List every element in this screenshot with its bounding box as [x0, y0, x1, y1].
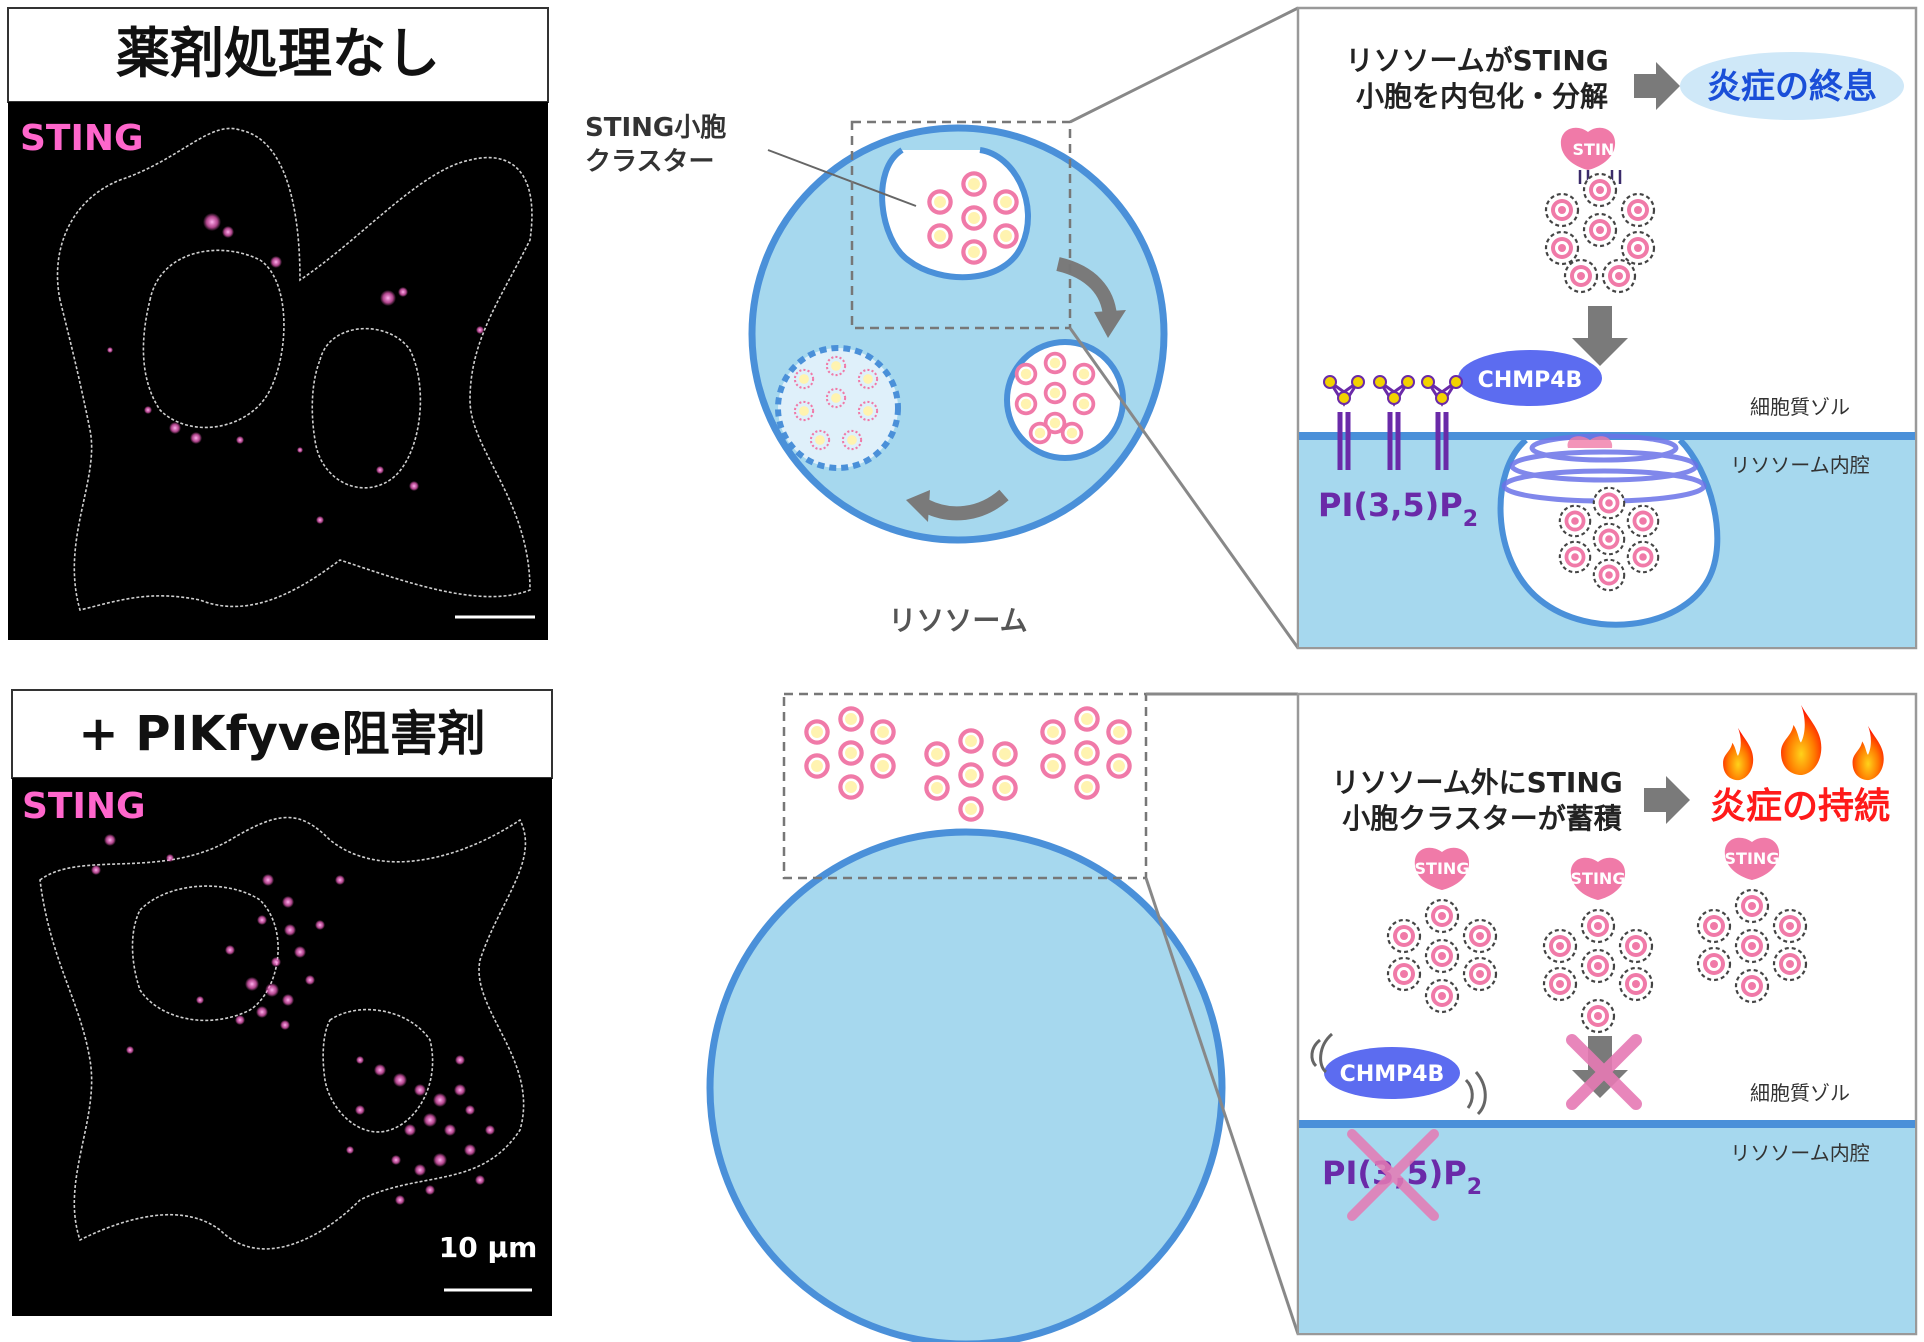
cross-icon [1566, 1034, 1642, 1110]
lumen-label-bottom: リソソーム内腔 [1730, 1141, 1869, 1165]
outcome-badge [1680, 52, 1904, 120]
sting-tag: STING [1725, 849, 1780, 868]
cluster-callout-line2: クラスター [585, 147, 714, 177]
pip-label-top: PI(3,5)P2 [1318, 486, 1478, 532]
top-lysosome-schematic: STING小胞 クラスター リソソーム [585, 6, 1300, 649]
lysosome-label: リソソーム [888, 604, 1027, 637]
bottom-lysosome-schematic [706, 692, 1300, 1342]
lumen-label-top: リソソーム内腔 [1730, 453, 1869, 477]
chmp4b-label: CHMP4B [1340, 1062, 1445, 1087]
callout-leader [767, 149, 917, 207]
bottom-zoom-panel: リソソーム外にSTING 小胞クラスターが蓄積 炎症の持続 STING STIN… [1296, 692, 1918, 1336]
bottom-cell-outline [39, 816, 527, 1250]
top-panel-title: 薬剤処理なし [116, 22, 440, 85]
top-micrograph: 薬剤処理なし STING [7, 7, 549, 640]
top-zoom-caption: リソソームがSTING 小胞を内包化・分解 [1345, 44, 1618, 113]
bottom-panel-title: + PIKfyve阻害剤 [78, 706, 485, 762]
chmp4b-label: CHMP4B [1478, 368, 1583, 393]
zoom-guide [1069, 6, 1299, 124]
zoom-guide [1068, 327, 1300, 649]
sting-tag: STING [1571, 869, 1626, 888]
top-zoom-panel: リソソームがSTING 小胞を内包化・分解 炎症の終息 STING [1296, 6, 1918, 650]
pip-label-base: PI(3,5)P [1318, 486, 1463, 524]
bottom-sting-puncta [91, 834, 495, 1205]
top-cell-outline [56, 127, 533, 611]
lysosome-lumen [1299, 1124, 1915, 1333]
cluster-callout-line1: STING小胞 [585, 112, 726, 143]
bottom-zoom-caption: リソソーム外にSTING 小胞クラスターが蓄積 [1331, 766, 1632, 835]
down-arrow-icon [1572, 306, 1628, 366]
scale-bar-label: 10 μm [439, 1231, 538, 1264]
top-caption-line2: 小胞を内包化・分解 [1356, 80, 1608, 113]
top-channel-label: STING [20, 118, 144, 159]
bottom-caption-line1: リソソーム外にSTING [1331, 766, 1622, 799]
chmp4b-protein [1324, 1047, 1460, 1099]
curved-arrow-icon [1056, 257, 1117, 317]
sting-cluster-1: STING [1386, 847, 1498, 1014]
top-sting-puncta [107, 213, 484, 524]
pip-lipids-top [1323, 375, 1463, 470]
sting-cluster-3: STING [1696, 837, 1808, 1004]
zoom-region-box [850, 120, 1072, 330]
sting-tag: STING [1573, 140, 1628, 159]
pip-label-sub: 2 [1463, 507, 1478, 532]
bottom-outcome: 炎症の持続 [1710, 786, 1890, 827]
cytosol-label-bottom: 細胞質ゾル [1750, 1081, 1850, 1105]
accumulated-sting-clusters [804, 706, 1132, 822]
top-caption-line1: リソソームがSTING [1345, 44, 1608, 77]
right-arrow-icon [1634, 62, 1680, 110]
pip-label-sub: 2 [1467, 1175, 1482, 1200]
sting-tag: STING [1415, 859, 1470, 878]
curved-arrow-icon [922, 489, 1009, 521]
zoom-region-box [782, 692, 1148, 880]
zoom-guide [1144, 877, 1300, 1335]
top-outcome: 炎症の終息 [1707, 67, 1877, 107]
chmp4b-protein [1458, 350, 1602, 406]
lysosome [706, 828, 1226, 1342]
cluster-callout: STING小胞 クラスター [585, 112, 735, 177]
bottom-channel-label: STING [22, 786, 146, 827]
bottom-micrograph: + PIKfyve阻害剤 STING 10 μm [11, 689, 553, 1316]
sting-cluster-2: STING [1542, 857, 1654, 1034]
cross-icon [1347, 1129, 1439, 1221]
cytosol-label-top: 細胞質ゾル [1750, 395, 1850, 419]
bottom-caption-line2: 小胞クラスターが蓄積 [1342, 802, 1621, 835]
right-arrow-icon [1644, 776, 1690, 824]
